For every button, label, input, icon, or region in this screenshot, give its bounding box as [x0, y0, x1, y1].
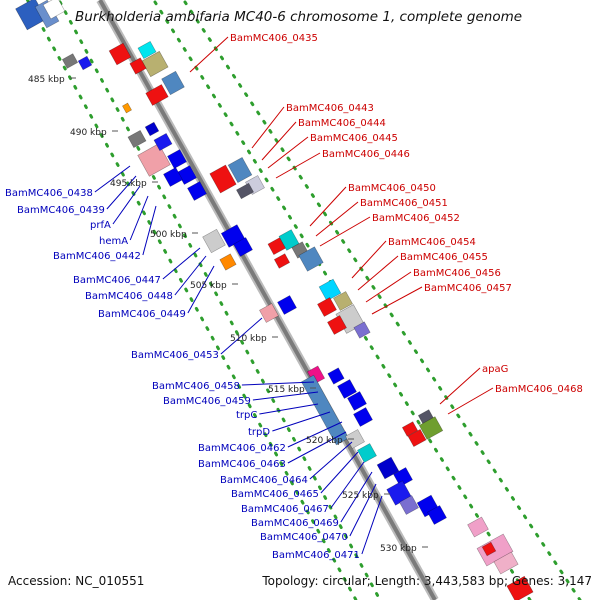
accession-text: Accession: NC_010551 [8, 574, 145, 588]
gene-label: BamMC406_0457 [424, 283, 512, 294]
gene-label: BamMC406_0453 [131, 350, 219, 361]
map-title: Burkholderia ambifaria MC40-6 chromosome… [75, 9, 523, 25]
gene-label: BamMC406_0458 [152, 381, 240, 392]
gene-label: BamMC406_0438 [5, 188, 93, 199]
gene-label: BamMC406_0454 [388, 237, 476, 248]
tick-label: 520 kbp [306, 436, 343, 446]
gene-label: trpD [248, 427, 270, 438]
gene-label: BamMC406_0455 [400, 252, 488, 263]
gene-label: BamMC406_0439 [17, 205, 105, 216]
gene-label: BamMC406_0465 [231, 489, 319, 500]
gene-label: BamMC406_0451 [360, 198, 448, 209]
gene-label: BamMC406_0464 [220, 475, 308, 486]
tick-label: 495 kbp [110, 179, 147, 189]
gene-label: BamMC406_0443 [286, 103, 374, 114]
tick-label: 515 kbp [268, 385, 305, 395]
gene-label: BamMC406_0435 [230, 33, 318, 44]
gene-label: BamMC406_0442 [53, 251, 141, 262]
tick-labels: 485 kbp 490 kbp 495 kbp 500 kbp 505 kbp 510 k… [28, 75, 428, 554]
gene-label: apaG [482, 364, 508, 375]
gene-label: BamMC406_0452 [372, 213, 460, 224]
gene-label: BamMC406_0456 [413, 268, 501, 279]
tick-label: 530 kbp [380, 544, 417, 554]
gene-label: BamMC406_0468 [495, 384, 583, 395]
gene-label: BamMC406_0459 [163, 396, 251, 407]
gene-label: BamMC406_0469 [251, 518, 339, 529]
tick-label: 490 kbp [70, 128, 107, 138]
gene-features [15, 0, 534, 600]
gene-label: prfA [90, 220, 111, 231]
gene-labels: BamMC406_0435BamMC406_0443BamMC406_0444B… [5, 33, 583, 561]
gene-label: BamMC406_0471 [272, 550, 360, 561]
gene-label: BamMC406_0444 [298, 118, 386, 129]
gene-label: BamMC406_0450 [348, 183, 436, 194]
gene-label: BamMC406_0449 [98, 309, 186, 320]
gene-label: BamMC406_0447 [73, 275, 161, 286]
gene-label: BamMC406_0463 [198, 459, 286, 470]
tick-label: 485 kbp [28, 75, 65, 85]
genome-summary: Topology: circular; Length: 3,443,583 bp… [262, 574, 592, 588]
label-leader-lines [94, 36, 494, 555]
tick-label: 510 kbp [230, 334, 267, 344]
tick-label: 505 kbp [190, 281, 227, 291]
gene-label: trpC [236, 410, 257, 421]
gene-label: BamMC406_0446 [322, 149, 410, 160]
gene-label: BamMC406_0462 [198, 443, 286, 454]
gene-label: BamMC406_0445 [310, 133, 398, 144]
gene-label: hemA [99, 236, 128, 247]
gene-label: BamMC406_0470 [260, 532, 348, 543]
gene-label: BamMC406_0448 [85, 291, 173, 302]
gene-label: BamMC406_0467 [241, 504, 329, 515]
tick-label: 500 kbp [150, 230, 187, 240]
tick-label: 525 kbp [342, 491, 379, 501]
